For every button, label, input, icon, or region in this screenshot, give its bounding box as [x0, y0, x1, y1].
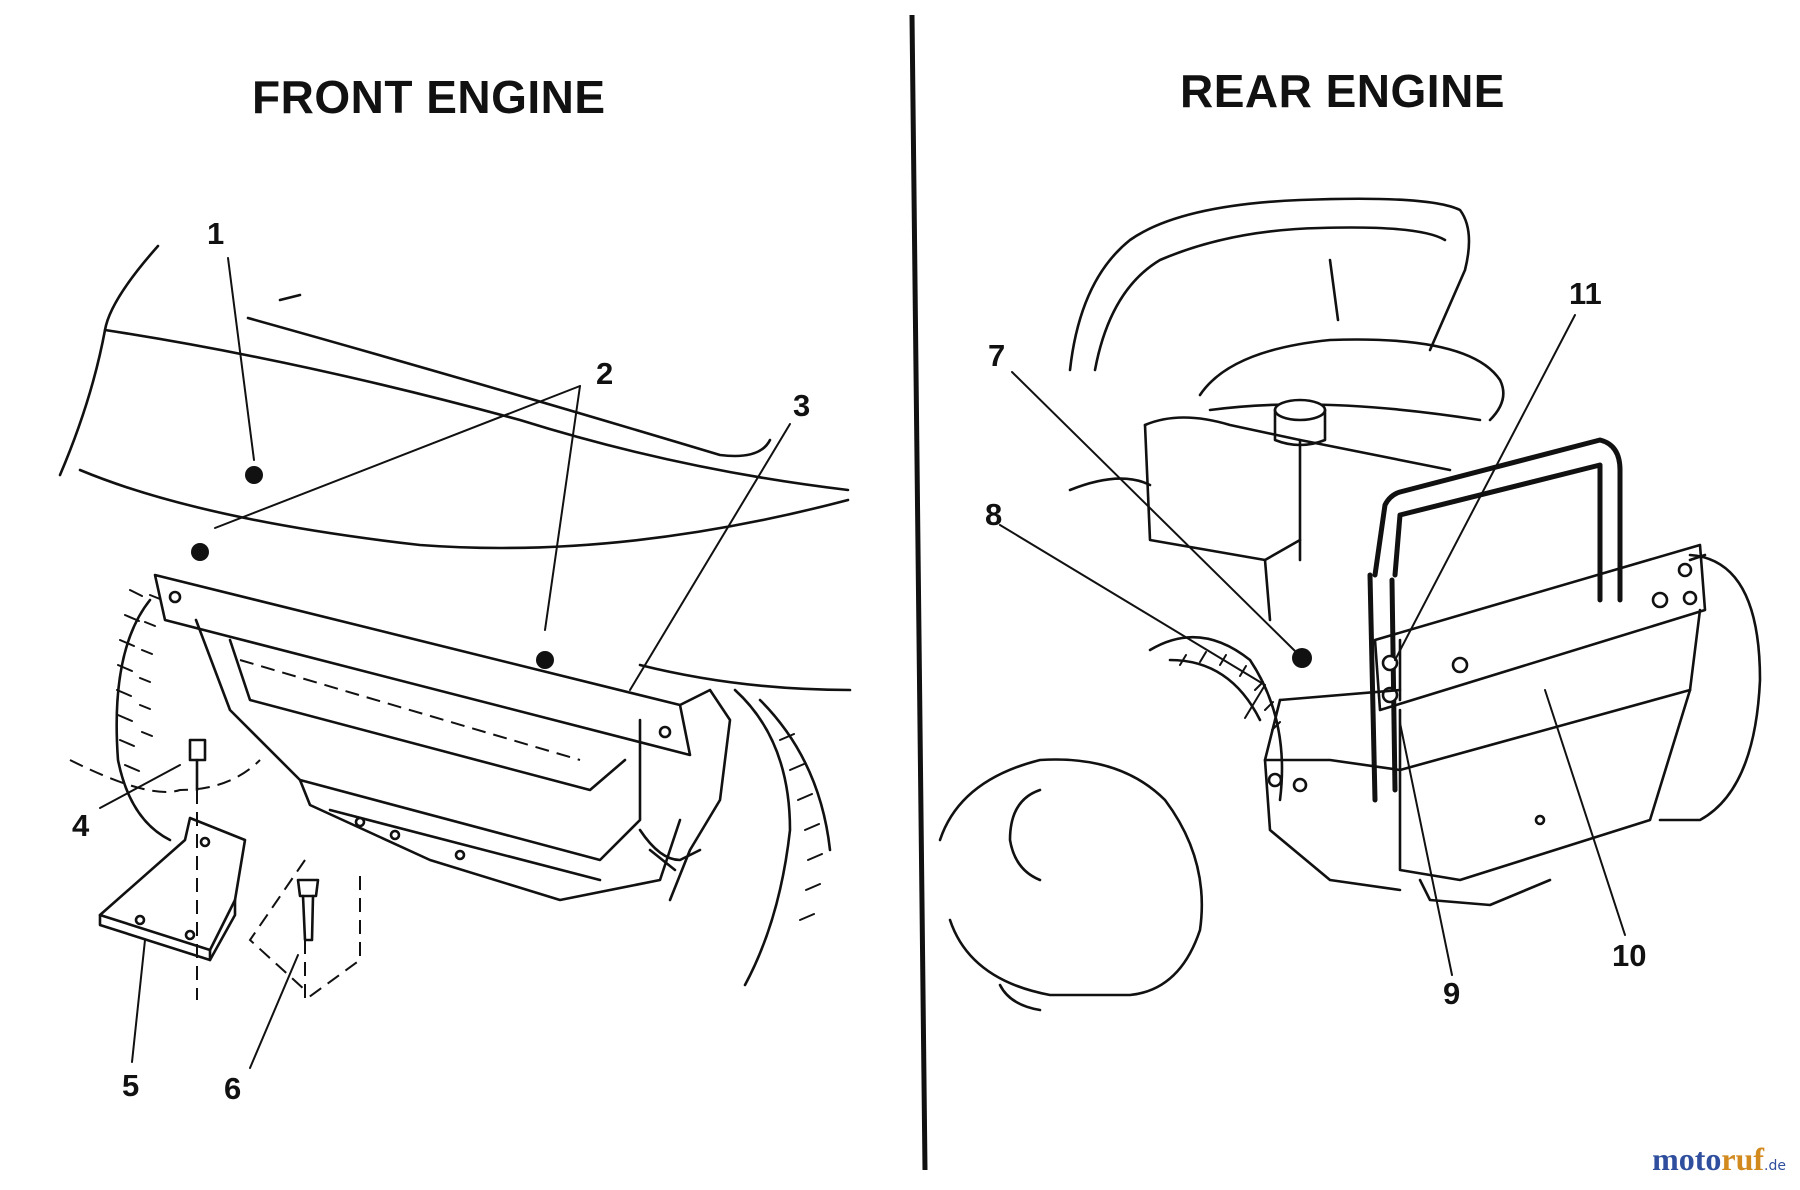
- rear-engine-title: REAR ENGINE: [1180, 65, 1505, 117]
- callout-11: 11: [1569, 276, 1602, 311]
- callout-7: 7: [988, 338, 1006, 373]
- rear-engine-illustration: [938, 197, 1762, 1012]
- callout-6: 6: [224, 1071, 242, 1106]
- callout-2: 2: [596, 356, 614, 391]
- callout-5: 5: [122, 1068, 140, 1103]
- front-engine-illustration: [58, 244, 852, 1069]
- front-engine-title: FRONT ENGINE: [252, 71, 606, 123]
- motoruf-watermark: motoruf.de: [1652, 1141, 1786, 1178]
- callout-8: 8: [985, 497, 1003, 532]
- watermark-part-a: moto: [1652, 1141, 1722, 1177]
- watermark-part-b: ruf: [1721, 1141, 1765, 1177]
- callout-10: 10: [1612, 938, 1647, 973]
- callout-3: 3: [793, 388, 811, 423]
- callout-1: 1: [207, 216, 225, 251]
- callout-9: 9: [1443, 976, 1461, 1011]
- callout-4: 4: [72, 808, 90, 843]
- panel-divider: [909, 14, 928, 1171]
- watermark-part-c: .de: [1764, 1158, 1786, 1174]
